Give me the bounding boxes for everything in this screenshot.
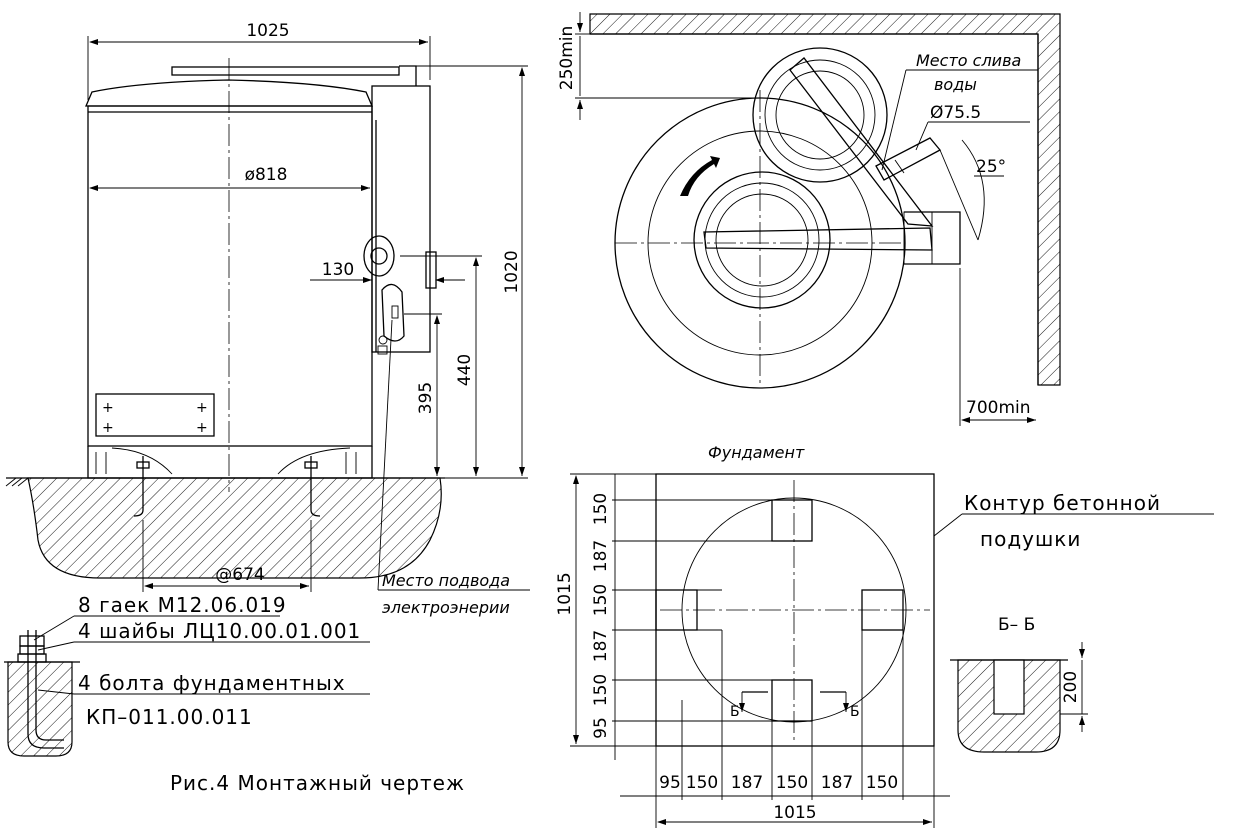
foundation-title: Фундамент — [708, 443, 805, 462]
section-mark-right: Б — [850, 704, 860, 720]
power-supply-label: Место подвода — [382, 571, 510, 590]
svg-text:+: + — [196, 400, 208, 416]
rotation-arrow — [680, 156, 720, 196]
power-supply-label-2: электроэнерии — [382, 598, 510, 617]
hdim-6: 150 — [866, 773, 898, 793]
base — [87, 446, 373, 479]
hdim-3: 187 — [731, 773, 763, 793]
lid-closed — [693, 171, 831, 309]
washers-label: 4 шайбы ЛЦ10.00.01.001 — [78, 619, 361, 643]
lid-handle-open — [789, 57, 934, 227]
hdim-2: 150 — [686, 773, 718, 793]
top-view: 250min Место слива воды Ø75.5 — [557, 12, 1061, 426]
section-depth-dim: 200 — [1061, 671, 1081, 703]
nuts-label: 8 гаек М12.06.019 — [78, 593, 287, 617]
foundation-plan: Фундамент Б Б 1015 150 187 150 187 — [555, 443, 1214, 828]
foundation-height-dim: 1015 — [555, 572, 575, 615]
water-inlet — [363, 235, 395, 277]
foundation-width-dim: 1015 — [773, 803, 816, 823]
ground-icon — [378, 335, 388, 345]
vdim-5: 150 — [591, 674, 611, 706]
power-socket — [381, 283, 405, 342]
vdim-6: 95 — [591, 717, 611, 739]
lid-open — [752, 47, 888, 183]
clearance-side-dim: 700min — [966, 398, 1031, 418]
nameplate — [95, 393, 215, 437]
clearance-top-dim: 250min — [557, 26, 577, 91]
vdim-1: 150 — [591, 493, 611, 525]
height-total-dim: 1020 — [502, 250, 522, 293]
hdim-4: 150 — [776, 773, 808, 793]
svg-text:+: + — [102, 400, 114, 416]
anchor-bolt-right — [304, 456, 321, 517]
lid — [85, 79, 373, 107]
vdim-3: 150 — [591, 584, 611, 616]
bolt-circle-dim: @674 — [215, 565, 264, 585]
pad-bottom — [771, 679, 813, 722]
vdim-2: 187 — [591, 540, 611, 572]
angle-dim: 25° — [976, 157, 1006, 177]
section-title: Б– Б — [998, 615, 1035, 635]
svg-text:+: + — [102, 420, 114, 436]
section-bb: Б– Б 200 — [950, 615, 1088, 753]
pad-top — [771, 499, 813, 542]
width-dim: 1025 — [246, 21, 289, 41]
vdim-4: 187 — [591, 630, 611, 662]
lid-handle — [171, 66, 400, 76]
inlet-flange — [425, 251, 437, 289]
drain-label-2: воды — [934, 75, 977, 94]
fastener-detail: 8 гаек М12.06.019 4 шайбы ЛЦ10.00.01.001… — [4, 593, 370, 757]
hdim-1: 95 — [659, 773, 681, 793]
figure-caption: Рис.4 Монтажный чертеж — [170, 771, 465, 795]
pad-right — [861, 589, 904, 631]
drain-diameter: Ø75.5 — [930, 103, 981, 123]
side-view: + + + + 1025 — [5, 21, 530, 617]
hdim-5: 187 — [821, 773, 853, 793]
drain-pipe — [875, 137, 942, 181]
contour-label-2: подушки — [980, 527, 1081, 551]
bolts-label: 4 болта фундаментных — [78, 671, 346, 695]
height-power-dim: 395 — [416, 382, 436, 414]
diameter-dim: ø818 — [245, 165, 288, 185]
height-inlet-dim: 440 — [455, 354, 475, 386]
side-panel — [371, 85, 431, 353]
svg-text:+: + — [196, 420, 208, 436]
section-mark-left: Б — [730, 704, 740, 720]
contour-label: Контур бетонной — [964, 491, 1161, 515]
bolts-label-2: КП–011.00.011 — [86, 705, 253, 729]
drain-label: Место слива — [916, 51, 1021, 70]
offset-dim: 130 — [322, 260, 354, 280]
ground-foundation — [27, 477, 442, 579]
anchor-bolt-left — [133, 456, 150, 517]
